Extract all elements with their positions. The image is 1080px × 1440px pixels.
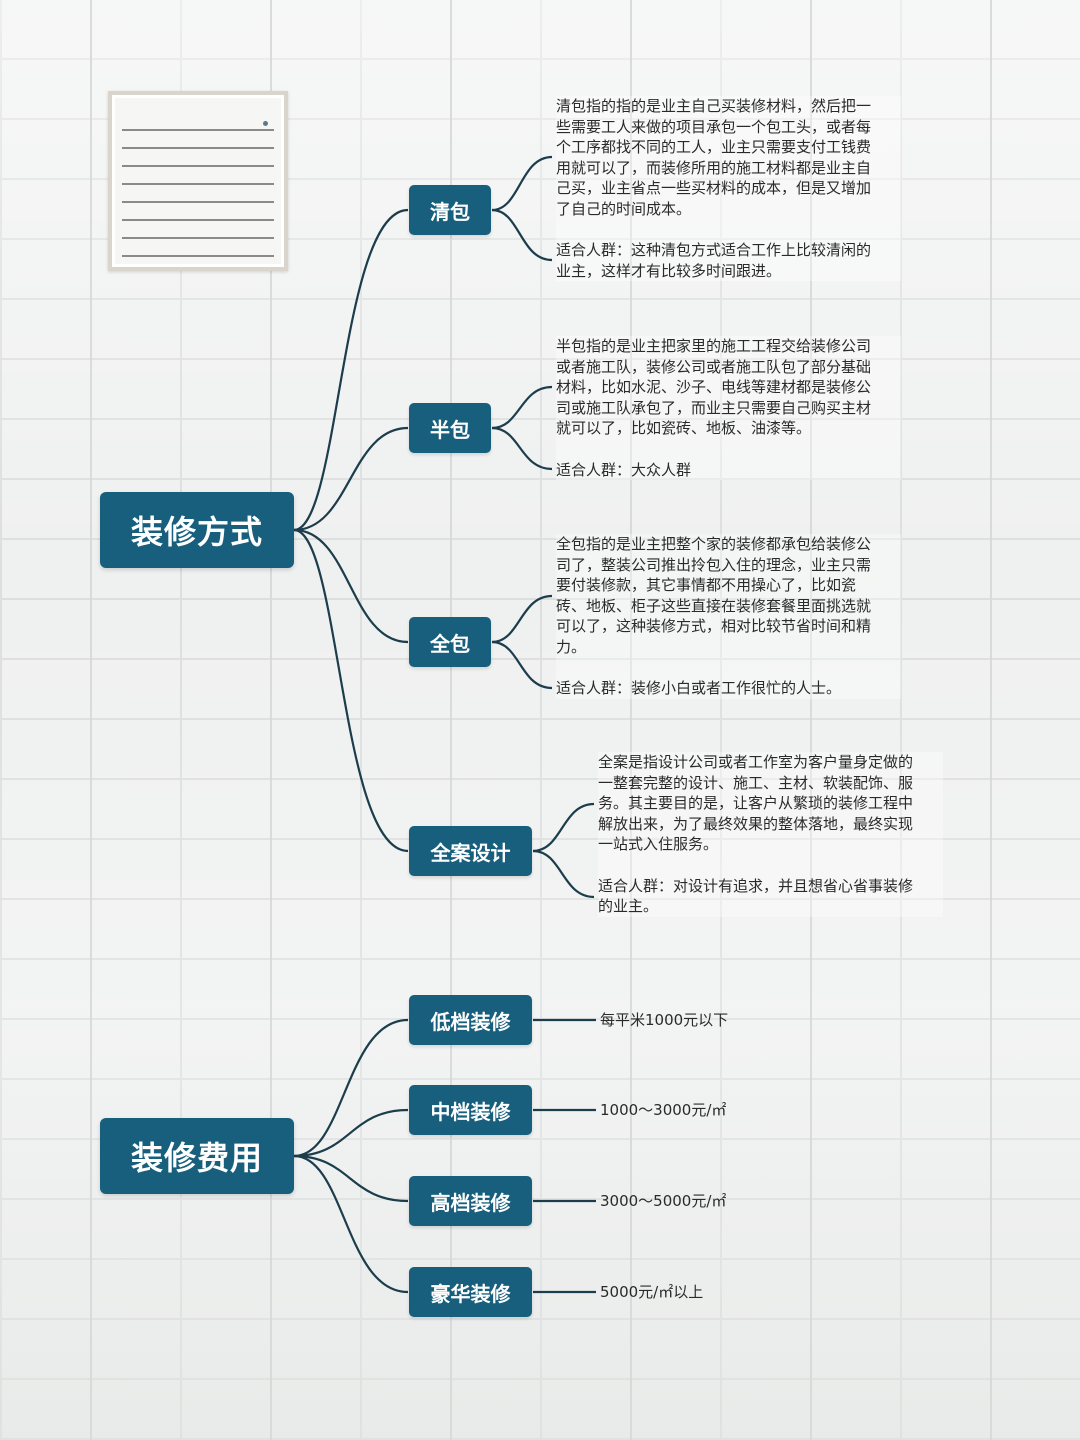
link-cost-luxury [293,1154,409,1294]
link-quanan-desc [532,802,595,853]
link-quanbao-audience [491,640,553,690]
link-quanan-audience [532,849,595,899]
node-banbao: 半包 [409,403,491,453]
link-cost-mid [293,1108,409,1158]
vent-knob-icon [263,121,268,126]
link-qingbao-audience [491,208,553,262]
node-cost-high: 高档装修 [409,1176,532,1226]
link-root-banbao [293,426,409,532]
link-cost-low [293,1018,409,1158]
desc-qingbao: 清包指的指的是业主自己买装修材料，然后把一 些需要工人来做的项目承包一个包工头，… [556,96,901,282]
node-cost-luxury: 豪华装修 [409,1267,532,1317]
wall-vent-image [108,91,288,271]
link-root-quanan [293,528,409,853]
link-banbao-audience [491,426,553,471]
cost-value-high: 3000～5000元/㎡ [600,1192,727,1210]
node-quanan-design: 全案设计 [409,826,532,876]
link-banbao-desc [491,385,553,430]
cost-value-luxury: 5000元/㎡以上 [600,1283,704,1301]
root-node-methods: 装修方式 [100,492,294,568]
cost-value-mid: 1000～3000元/㎡ [600,1101,727,1119]
link-quanbao-desc [491,594,553,644]
cost-value-low: 每平米1000元以下 [600,1011,729,1029]
node-qingbao: 清包 [409,185,491,235]
desc-quanan-design: 全案是指设计公司或者工作室为客户量身定做的 一整套完整的设计、施工、主材、软装配… [598,752,943,917]
root-node-costs: 装修费用 [100,1118,294,1194]
node-cost-mid: 中档装修 [409,1085,532,1135]
link-cost-high [293,1154,409,1203]
desc-quanbao: 全包指的是业主把整个家的装修都承包给装修公 司了，整装公司推出拎包入住的理念，业… [556,534,901,699]
node-quanbao: 全包 [409,617,491,667]
desc-banbao: 半包指的是业主把家里的施工工程交给装修公司 或者施工队，装修公司或者施工队包了部… [556,336,901,481]
link-qingbao-desc [491,155,553,212]
node-cost-low: 低档装修 [409,995,532,1045]
link-root-qingbao [293,208,409,532]
link-root-quanbao [293,528,409,644]
